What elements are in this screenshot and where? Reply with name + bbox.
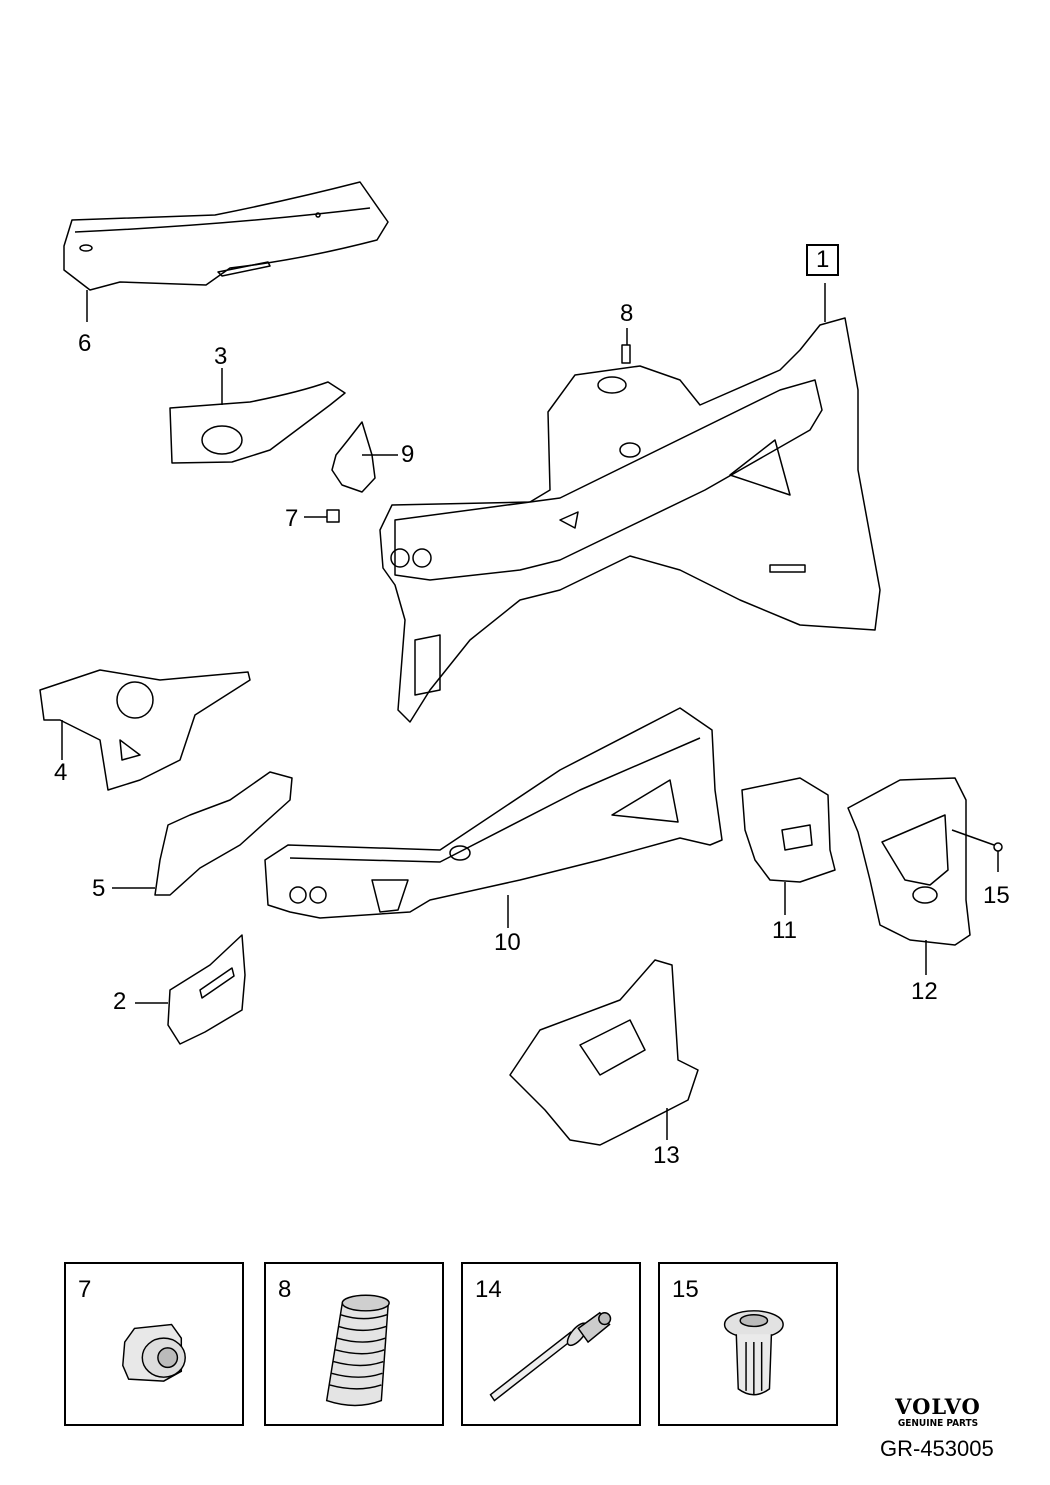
- rivet-nut-icon: [723, 1310, 784, 1396]
- part-3-drawing: [169, 368, 346, 464]
- detail-box-8: 8: [264, 1262, 444, 1426]
- detail-box-14: 14: [461, 1262, 641, 1426]
- detail-number: 14: [475, 1276, 502, 1303]
- callout-6: 6: [78, 330, 92, 357]
- callout-12: 12: [911, 978, 938, 1005]
- reference-code: GR-453005: [880, 1436, 994, 1461]
- detail-number: 8: [278, 1276, 292, 1303]
- detail-number: 15: [672, 1276, 699, 1303]
- detail-box-7: 7: [64, 1262, 244, 1426]
- part-10-drawing: [264, 707, 723, 928]
- brand-name: VOLVO: [895, 1394, 981, 1419]
- callout-15: 15: [983, 882, 1010, 909]
- part-6-drawing: [63, 181, 389, 322]
- part-4-drawing: [39, 669, 251, 791]
- detail-box-15: 15: [658, 1262, 838, 1426]
- callout-4: 4: [54, 759, 68, 786]
- callout-9: 9: [401, 441, 415, 468]
- part-5-drawing: [112, 771, 293, 896]
- volvo-logo: VOLVO GENUINE PARTS: [880, 1396, 996, 1430]
- part-1-drawing: [379, 283, 881, 723]
- callout-2: 2: [113, 988, 127, 1015]
- brand-subtitle: GENUINE PARTS: [897, 1418, 979, 1429]
- callout-3: 3: [214, 343, 228, 370]
- part-13-drawing: [509, 959, 699, 1146]
- part-8-drawing: [621, 328, 631, 364]
- cage-nut-icon: [122, 1323, 186, 1382]
- part-2-drawing: [135, 934, 246, 1045]
- part-12-drawing: [847, 777, 971, 975]
- callout-11: 11: [772, 917, 797, 944]
- callout-1: 1: [806, 244, 840, 276]
- stud-icon: [325, 1294, 390, 1407]
- part-9-drawing: [331, 421, 398, 493]
- detail-number: 7: [78, 1276, 92, 1303]
- callout-10: 10: [494, 929, 521, 956]
- part-11-drawing: [741, 777, 836, 915]
- callout-7: 7: [285, 505, 299, 532]
- callout-13: 13: [653, 1142, 680, 1169]
- callout-8: 8: [620, 300, 634, 327]
- part-15-drawing: [951, 829, 1003, 872]
- callout-5: 5: [92, 875, 106, 902]
- part-7-drawing: [304, 509, 340, 523]
- rivet-icon: [489, 1311, 612, 1402]
